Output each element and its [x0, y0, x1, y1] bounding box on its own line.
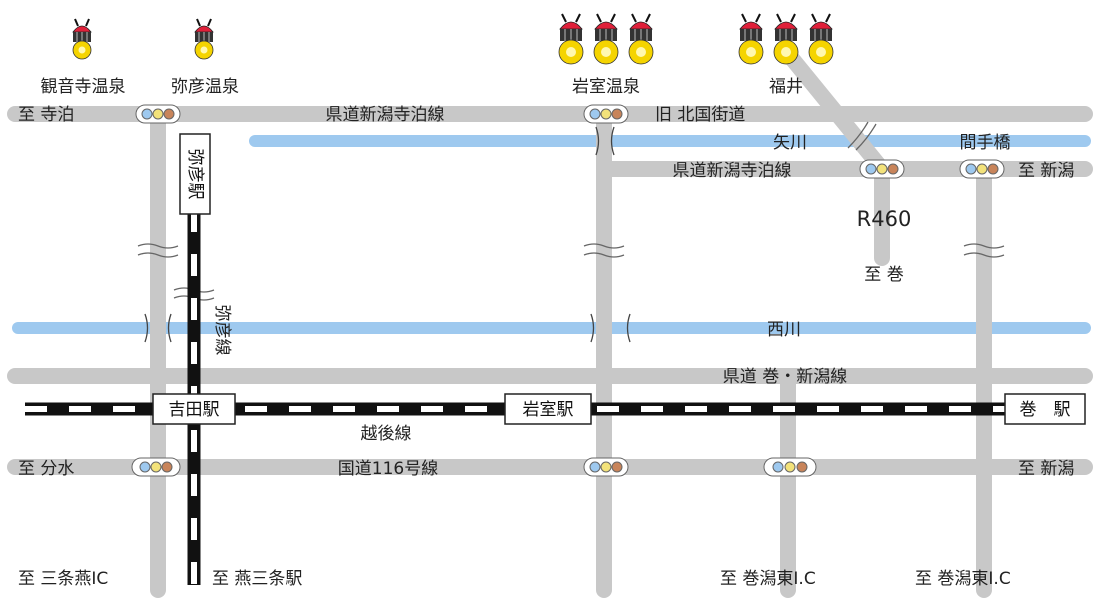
onsen-icon — [593, 13, 619, 65]
road-kendo-top-label: 県道新潟寺泊線 — [326, 105, 445, 125]
road-kyu-hokkoku-label: 旧 北国街道 — [655, 105, 745, 125]
onsen-iwamuro-label: 岩室温泉 — [572, 77, 640, 97]
signal-icon — [959, 159, 1005, 179]
onsen-icon — [773, 13, 799, 65]
road-r460-label: R460 — [857, 207, 912, 231]
road-break-marks — [137, 121, 1005, 301]
dest-maki-higashi-ic-1: 至 巻潟東I.C — [720, 569, 816, 589]
signal-icon — [583, 104, 629, 124]
dest-teradomari: 至 寺泊 — [18, 105, 74, 125]
signal-icon — [131, 457, 181, 477]
rail-yahiko-label: 弥彦線 — [212, 305, 232, 356]
station-yoshida[interactable]: 吉田駅 — [152, 393, 236, 425]
onsen-icon — [194, 18, 214, 60]
station-maki[interactable]: 巻 駅 — [1004, 393, 1086, 425]
rail-echigo-label: 越後線 — [361, 424, 412, 444]
svg-text:弥彦駅: 弥彦駅 — [185, 149, 205, 200]
svg-text:岩室駅: 岩室駅 — [523, 400, 574, 420]
signal-icon — [583, 457, 629, 477]
river-yagawa-label: 矢川 — [773, 133, 807, 153]
signal-icon — [763, 457, 817, 477]
station-iwamuro[interactable]: 岩室駅 — [504, 393, 592, 425]
stations: 弥彦駅 吉田駅 岩室駅 巻 駅 — [152, 133, 1086, 425]
onsen-icons — [72, 13, 834, 65]
onsen-icon — [738, 13, 764, 65]
dest-bunsui: 至 分水 — [18, 459, 74, 479]
onsen-icon — [628, 13, 654, 65]
svg-text:吉田駅: 吉田駅 — [169, 400, 220, 420]
dest-maki: 至 巻 — [864, 265, 903, 285]
bridges — [144, 126, 631, 343]
onsen-kannonji-label: 観音寺温泉 — [41, 77, 126, 97]
onsen-icon — [72, 18, 92, 60]
signal-icon — [859, 159, 905, 179]
road-kendo-mid-label: 県道新潟寺泊線 — [673, 161, 792, 181]
onsen-fukui-label: 福井 — [769, 77, 803, 97]
road-kokudo116-label: 国道116号線 — [338, 459, 438, 479]
road-kendo-maki-label: 県道 巻・新潟線 — [723, 367, 847, 387]
dest-sanjo-tsubame-ic: 至 三条燕IC — [18, 569, 108, 589]
svg-text:巻 駅: 巻 駅 — [1020, 400, 1071, 420]
dest-niigata-top: 至 新潟 — [1018, 161, 1074, 181]
station-yahiko[interactable]: 弥彦駅 — [179, 133, 211, 215]
dest-maki-higashi-ic-2: 至 巻潟東I.C — [915, 569, 1011, 589]
labels: 観音寺温泉 弥彦温泉 岩室温泉 福井 至 寺泊 県道新潟寺泊線 旧 北国街道 矢… — [18, 77, 1074, 589]
onsen-icon — [558, 13, 584, 65]
dest-niigata-bottom: 至 新潟 — [1018, 459, 1074, 479]
traffic-signals — [131, 104, 1005, 477]
roads — [7, 42, 1093, 598]
dest-tsubame-sanjo-st: 至 燕三条駅 — [212, 569, 302, 589]
onsen-yahiko-label: 弥彦温泉 — [171, 77, 239, 97]
signal-icon — [135, 104, 181, 124]
onsen-icon — [808, 13, 834, 65]
bridge-mate-label: 間手橋 — [960, 133, 1011, 153]
road-fukui-diagonal — [777, 42, 890, 177]
river-nishikawa-label: 西川 — [767, 320, 801, 340]
